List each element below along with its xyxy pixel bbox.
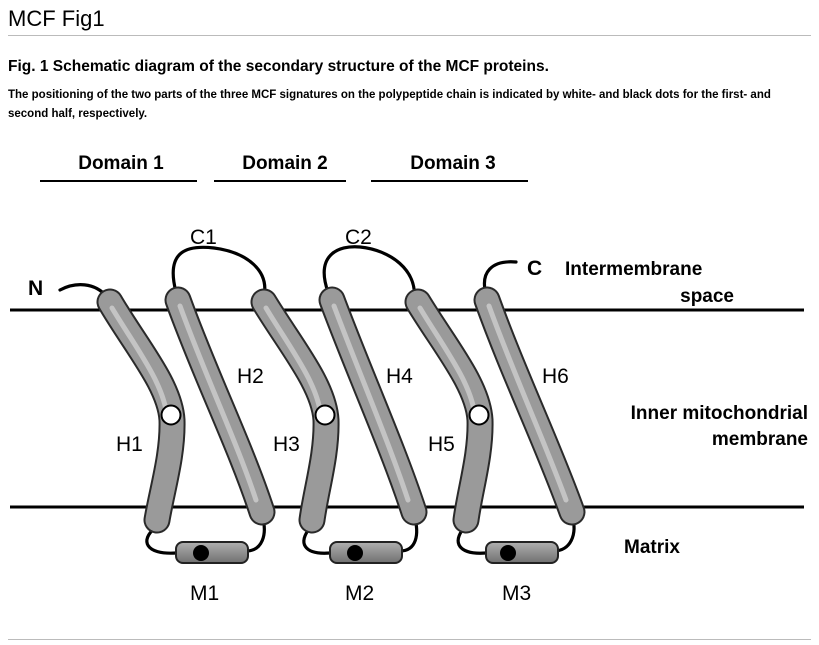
diagram-labels: N C C1 C2 H1 H2 H3 H4 H5 H6 M1 M2 M3 Int… xyxy=(28,226,808,605)
c2-loop xyxy=(322,245,416,302)
h3-label: H3 xyxy=(273,433,300,456)
black-dot-marker-m3 xyxy=(500,545,516,561)
m1-helix xyxy=(175,541,249,564)
white-dot-marker-h5 xyxy=(468,404,490,426)
matrix-label: Matrix xyxy=(624,537,680,558)
domain-2-label: Domain 2 xyxy=(242,153,328,174)
c2-loop-label: C2 xyxy=(345,226,372,249)
h2-helix-sheen xyxy=(177,303,259,503)
figure-caption: Fig. 1 Schematic diagram of the secondar… xyxy=(8,58,549,75)
h1-label: H1 xyxy=(116,433,143,456)
domain-3-label: Domain 3 xyxy=(410,153,496,174)
black-dot-marker-m2 xyxy=(347,545,363,561)
c1-loop-label: C1 xyxy=(190,226,217,249)
page-title: MCF Fig1 xyxy=(8,6,105,31)
c-terminus-label: C xyxy=(527,257,542,280)
footer-divider xyxy=(8,639,811,640)
white-dot-marker-h1 xyxy=(160,404,182,426)
black-dot-marker-m1 xyxy=(193,545,209,561)
h5-label: H5 xyxy=(428,433,455,456)
membrane-label: membrane xyxy=(712,429,808,450)
m1-label: M1 xyxy=(190,582,219,605)
m3-label: M3 xyxy=(502,582,531,605)
inner-membrane-label: Inner mitochondrial xyxy=(631,403,808,424)
n-terminus-label: N xyxy=(28,277,43,300)
h4-helix-sheen xyxy=(331,303,411,503)
h4-label: H4 xyxy=(386,365,413,388)
transmembrane-helices xyxy=(96,286,586,534)
white-dot-marker-h3 xyxy=(314,404,336,426)
h6-helix-sheen xyxy=(486,303,569,503)
intermembrane-label: Intermembrane xyxy=(565,259,702,280)
signature-markers xyxy=(160,404,516,561)
figure-description: The positioning of the two parts of the … xyxy=(8,89,771,120)
h6-label: H6 xyxy=(542,365,569,388)
intermembrane-space-label: space xyxy=(680,286,734,307)
h2-label: H2 xyxy=(237,365,264,388)
m2-label: M2 xyxy=(345,582,374,605)
title-divider xyxy=(8,35,811,36)
m2-helix xyxy=(329,541,403,564)
c1-loop xyxy=(171,245,267,302)
m3-helix xyxy=(485,541,559,564)
domain-1-label: Domain 1 xyxy=(78,153,164,174)
